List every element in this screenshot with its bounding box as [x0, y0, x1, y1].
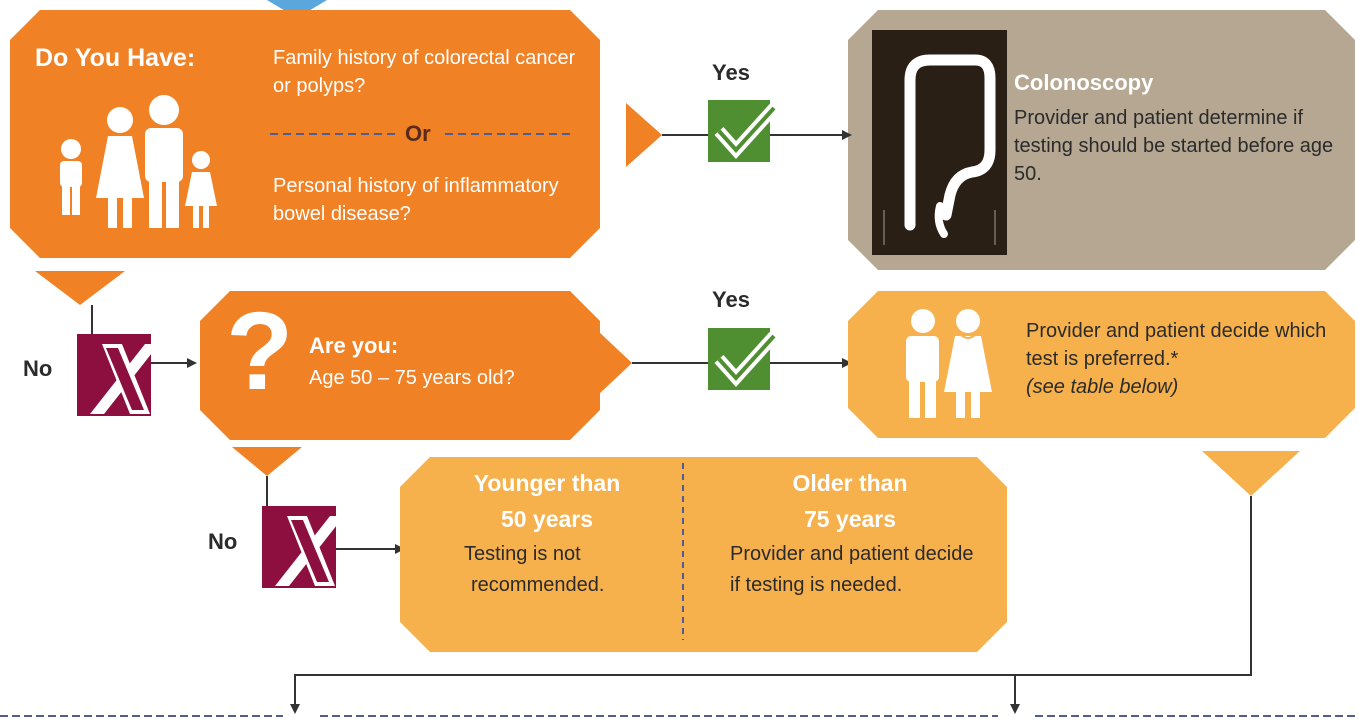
no-label-2: No	[208, 529, 238, 554]
younger-text-line2: recommended.	[471, 574, 605, 596]
age-outcome-box	[400, 457, 1007, 652]
colon-icon	[872, 30, 1007, 255]
younger-title-line1: Younger than	[473, 470, 621, 496]
connector-triangle-2	[598, 331, 632, 395]
question-icon: ?	[226, 290, 294, 413]
yes-label-1: Yes	[712, 60, 750, 85]
yes-label-2: Yes	[712, 287, 750, 312]
no-label-1: No	[23, 356, 53, 381]
younger-title-line2: 50 years	[500, 506, 594, 532]
question1-option1: Family history of colorectal cancer or p…	[273, 47, 576, 97]
colonoscopy-title: Colonoscopy	[1014, 70, 1154, 95]
family-icon	[60, 95, 217, 228]
connector-triangle-1	[626, 103, 662, 167]
younger-text-line1: Testing is not	[464, 543, 581, 565]
question2-text: Age 50 – 75 years old?	[309, 367, 515, 389]
top-entry-arrow	[267, 0, 327, 18]
older-text-line1: Provider and patient decide	[730, 543, 974, 565]
older-title-line1: Older than	[792, 470, 908, 496]
provider-decide-note: (see table below)	[1026, 376, 1179, 398]
older-text-line2: if testing is needed.	[730, 574, 903, 596]
question2-title: Are you:	[309, 333, 399, 358]
connector-bottom-left	[290, 674, 1015, 714]
down-triangle-2	[232, 447, 302, 476]
provider-decide-text: Provider and patient decide which test i…	[1026, 320, 1327, 370]
question2-box	[200, 291, 600, 440]
yes-check-icon-2	[708, 328, 779, 390]
connector-bottom-right	[1010, 496, 1252, 714]
no-x-icon	[77, 334, 159, 416]
down-triangle-3	[1202, 451, 1300, 496]
colonoscopy-text: Provider and patient determine if testin…	[1014, 107, 1334, 185]
question1-title: Do You Have:	[35, 44, 196, 72]
or-label: Or	[405, 121, 431, 146]
question1-option2: Personal history of inflammatory bowel d…	[273, 175, 559, 225]
provider-patient-icon	[906, 309, 992, 418]
yes-check-icon	[708, 100, 779, 162]
down-triangle-1	[35, 271, 125, 305]
older-title-line2: 75 years	[803, 506, 897, 532]
no-x-icon-2	[262, 506, 344, 588]
